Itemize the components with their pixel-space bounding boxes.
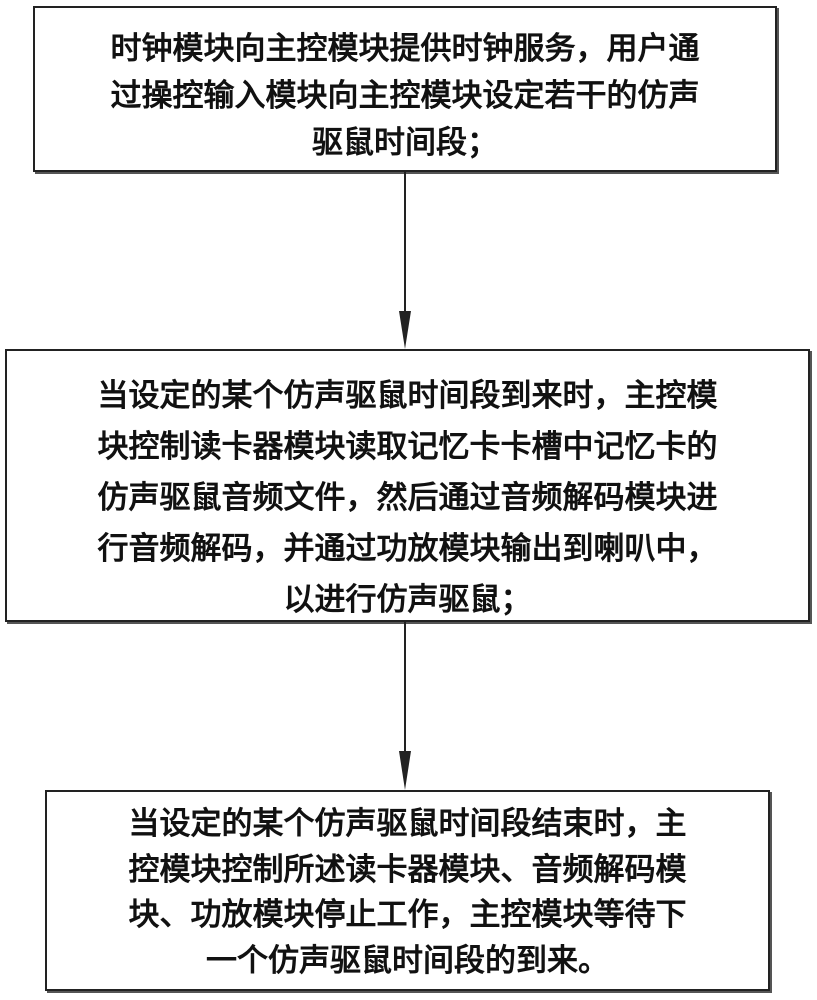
step-3-line: 控模块控制所述读卡器模块、音频解码模 [128, 851, 687, 888]
step-1-line: 时钟模块向主控模块提供时钟服务，用户通 [110, 31, 700, 67]
step-3-line: 一个仿声驱鼠时间段的到来。 [206, 942, 609, 979]
step-1-line: 驱鼠时间段； [312, 125, 498, 161]
step-2-line: 仿声驱鼠音频文件，然后通过音频解码模块进 [97, 480, 718, 516]
step-3-box: 当设定的某个仿声驱鼠时间段结束时，主 控模块控制所述读卡器模块、音频解码模 块、… [45, 790, 770, 991]
step-1-line: 过操控输入模块向主控模块设定若干的仿声 [110, 78, 700, 114]
step-3-line: 块、功放模块停止工作，主控模块等待下 [128, 897, 687, 933]
step-2-line: 以进行仿声驱鼠； [283, 582, 532, 618]
step-2-line: 块控制读卡器模块读取记忆卡卡槽中记忆卡的 [97, 429, 718, 465]
step-2-box: 当设定的某个仿声驱鼠时间段到来时，主控模 块控制读卡器模块读取记忆卡卡槽中记忆卡… [5, 349, 810, 622]
step-2-line: 行音频解码，并通过功放模块输出到喇叭中， [97, 531, 718, 567]
step-2-line: 当设定的某个仿声驱鼠时间段到来时，主控模 [97, 378, 718, 414]
arrow-down-icon [399, 171, 411, 349]
arrow-down-icon [399, 621, 411, 790]
step-1-box: 时钟模块向主控模块提供时钟服务，用户通 过操控输入模块向主控模块设定若干的仿声 … [33, 6, 777, 172]
step-3-line: 当设定的某个仿声驱鼠时间段结束时，主 [128, 806, 687, 842]
